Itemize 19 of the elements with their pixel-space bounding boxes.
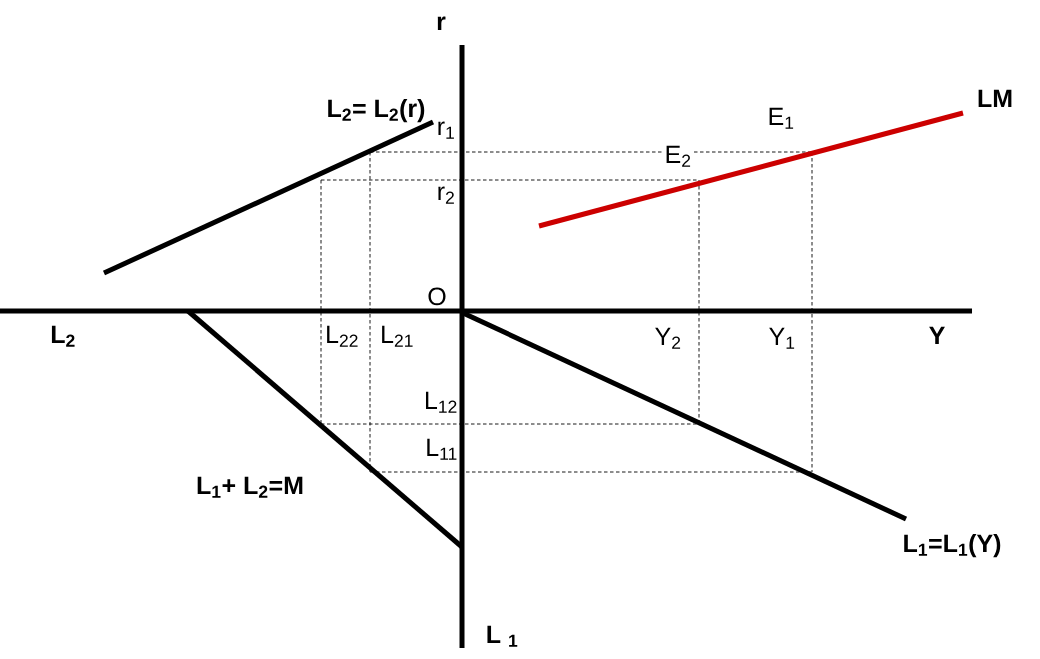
tick-label: Y$_{2}$ — [655, 327, 681, 349]
axis-label: Y — [929, 326, 945, 344]
tick-label: r$_{2}$ — [438, 186, 454, 204]
tick-label: r$_{1}$ — [438, 121, 454, 139]
tick-label: Y$_{1}$ — [769, 327, 795, 349]
axis-label: L $_{1}$ — [487, 625, 518, 647]
tick-label: L$_{11}$ — [427, 438, 457, 460]
tick-label: L$_{12}$ — [426, 391, 457, 413]
axis-label: L$_{2}$ — [51, 325, 75, 347]
origin-label: O — [428, 287, 446, 306]
curve-label: LM — [978, 89, 1012, 107]
tick-label: L$_{21}$ — [382, 325, 413, 347]
tick-label: L$_{22}$ — [327, 325, 358, 347]
curve-label: L$_{1}$=L$_{1}$(Y) — [904, 533, 1001, 558]
axis-label: r — [437, 16, 446, 30]
point-label: E$_{2}$ — [663, 144, 693, 169]
point-label: E$_{1}$ — [769, 107, 794, 129]
curve-label: L$_{1}$+ L$_{2}$=M — [197, 476, 303, 498]
curve-label: L$_{2}$= L$_{2}$(r) — [328, 98, 425, 123]
